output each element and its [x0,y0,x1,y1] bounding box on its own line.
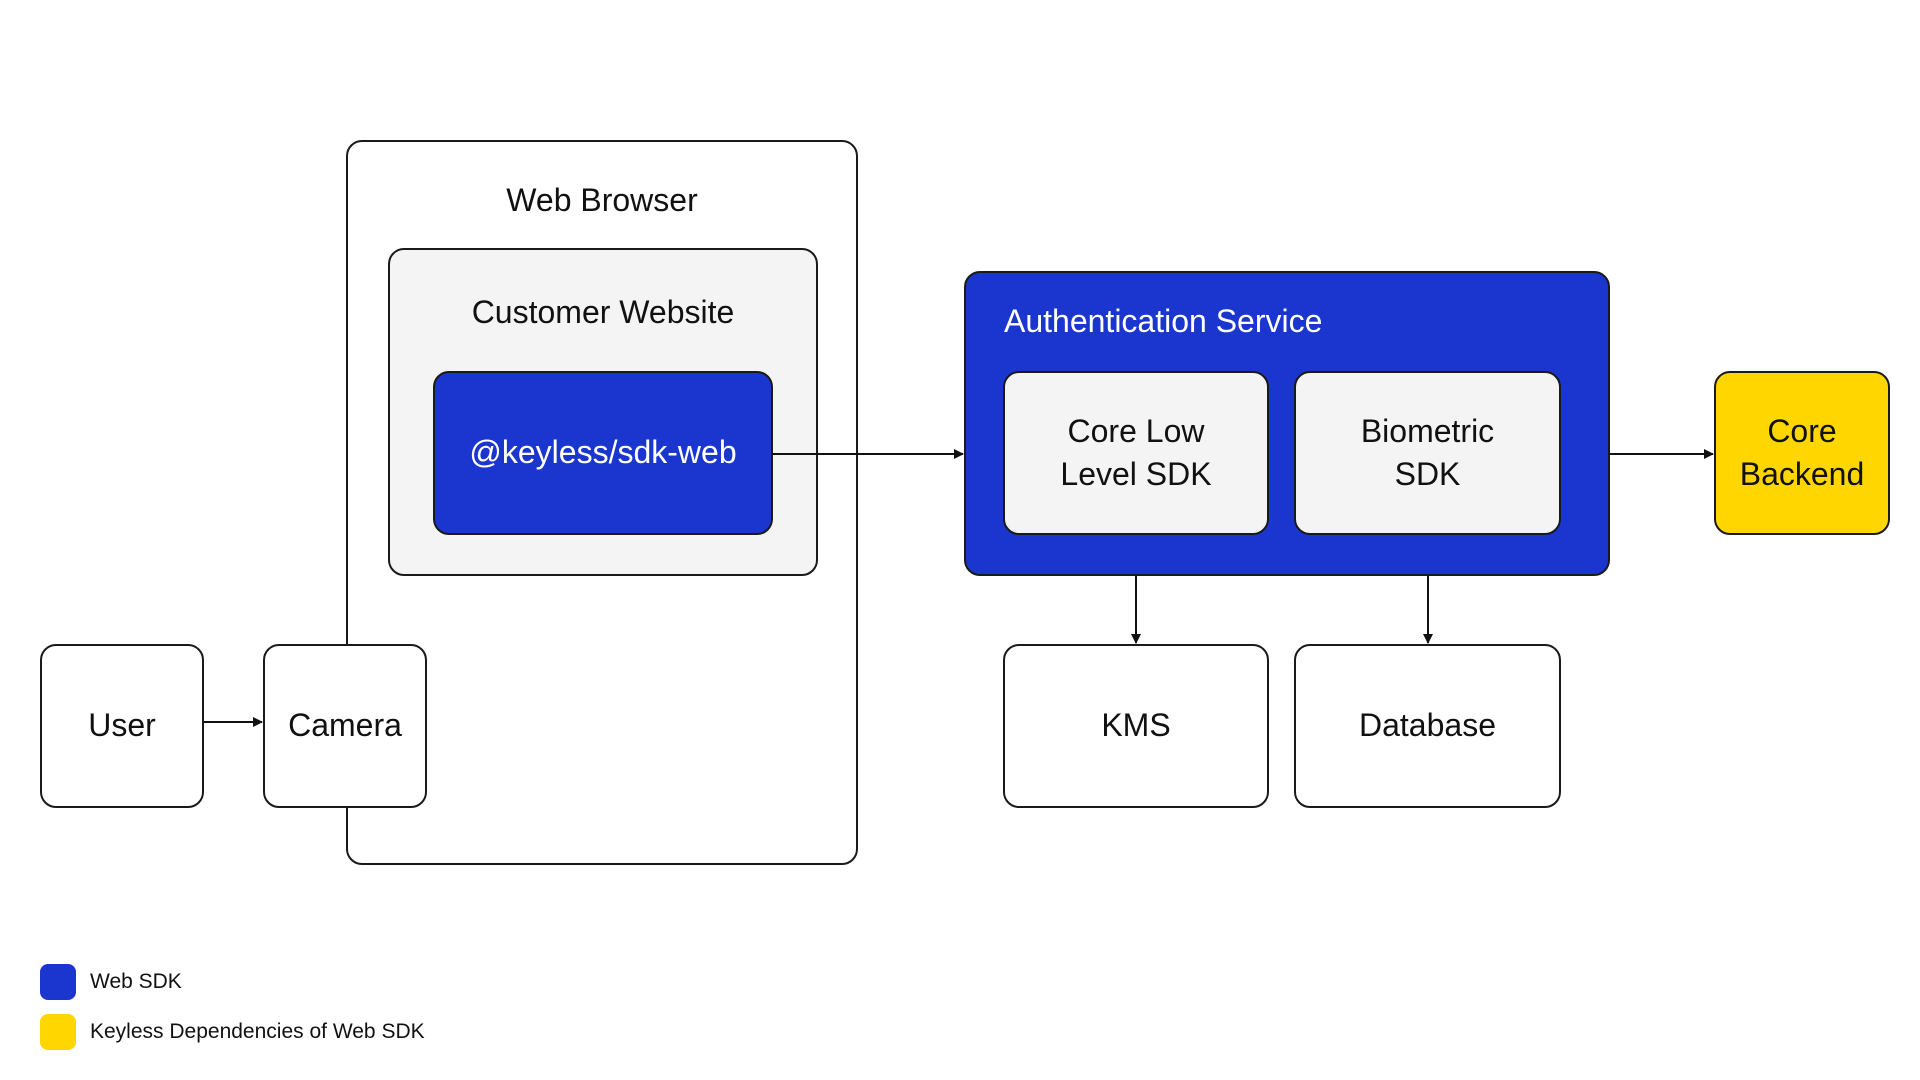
core-low-level-sdk-node: Core Low Level SDK [1003,371,1269,535]
core-backend-node: Core Backend [1714,371,1890,535]
legend-swatch-keyless-dependencies [40,1014,76,1050]
sdk-web-node: @keyless/sdk-web [433,371,773,535]
legend-label-web-sdk: Web SDK [90,970,182,993]
core-low-level-sdk-label-line1: Core Low [1067,412,1205,449]
user-label: User [88,707,156,744]
legend-item-web-sdk: Web SDK [40,964,182,1000]
sdk-web-label: @keyless/sdk-web [469,434,737,471]
biometric-sdk-node: Biometric SDK [1294,371,1561,535]
biometric-sdk-label-line1: Biometric [1360,412,1495,449]
core-backend-label-line2: Backend [1739,456,1865,492]
camera-node: Camera [263,644,427,808]
kms-node: KMS [1003,644,1269,808]
database-node: Database [1294,644,1561,808]
legend-item-keyless-dependencies: Keyless Dependencies of Web SDK [40,1014,425,1050]
kms-label: KMS [1101,707,1171,744]
customer-website-title: Customer Website [471,294,735,330]
biometric-sdk-label-line2: SDK [1394,456,1461,492]
camera-label: Camera [288,707,402,744]
database-label: Database [1359,707,1496,744]
legend-label-keyless-dependencies: Keyless Dependencies of Web SDK [90,1020,425,1043]
authentication-service-title: Authentication Service [1004,303,1323,339]
web-browser-title: Web Browser [506,182,698,218]
user-node: User [40,644,204,808]
core-low-level-sdk-label-line2: Level SDK [1060,456,1212,492]
core-backend-label-line1: Core [1767,412,1837,449]
legend-swatch-web-sdk [40,964,76,1000]
